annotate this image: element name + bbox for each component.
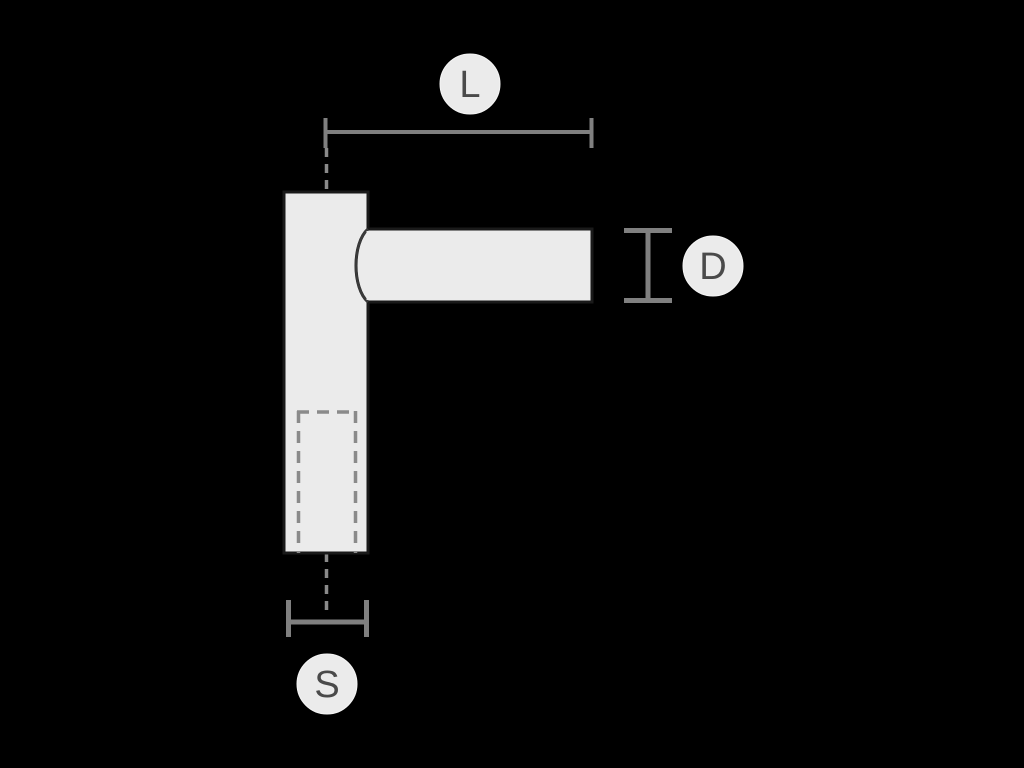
hidden-feature-outline xyxy=(296,410,358,553)
callout-depth-label: D xyxy=(699,246,726,288)
dimension-depth-D xyxy=(624,228,672,303)
callout-length-circle[interactable] xyxy=(439,53,501,115)
callout-length-label: L xyxy=(459,64,480,106)
callout-section-S[interactable]: S xyxy=(296,653,358,715)
callout-depth-D[interactable]: D xyxy=(682,235,744,297)
horizontal-arm-profile xyxy=(354,227,594,304)
bracket-part-body xyxy=(282,190,594,555)
callout-section-label: S xyxy=(314,664,339,706)
callout-length-L[interactable]: L xyxy=(439,53,501,115)
callout-section-circle[interactable] xyxy=(296,653,358,715)
fillet-arc xyxy=(354,228,369,303)
dimension-section-S xyxy=(286,600,369,637)
callout-depth-circle[interactable] xyxy=(682,235,744,297)
dimension-length-L xyxy=(323,118,594,148)
